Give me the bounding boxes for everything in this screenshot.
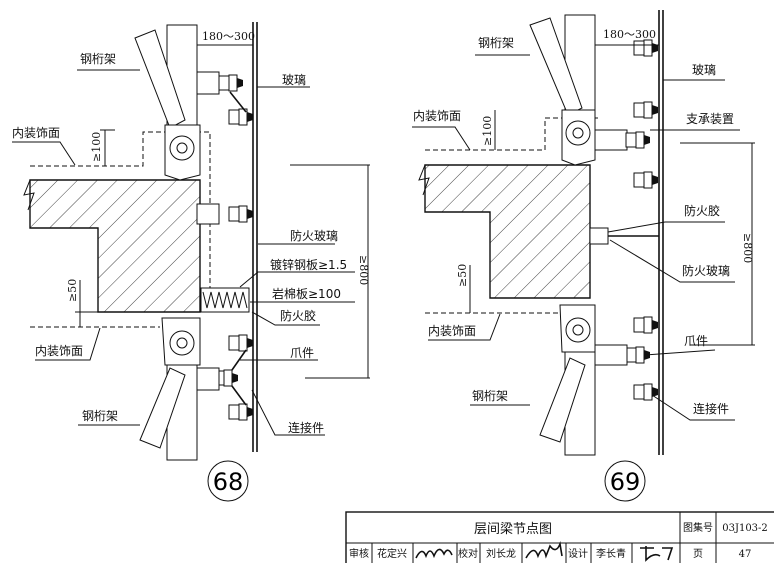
label-support-device: 支承装置 bbox=[686, 112, 734, 126]
page-number: 47 bbox=[739, 549, 752, 560]
dim-min-800-69: ≥800 bbox=[741, 233, 754, 263]
label-glass: 玻璃 bbox=[282, 73, 306, 87]
dim-min-100-69: ≥100 bbox=[481, 116, 494, 146]
detail-number-68: 68 bbox=[213, 468, 244, 496]
label-galvanized-plate: 镀锌钢板≥1.5 bbox=[270, 258, 347, 272]
title-block bbox=[345, 511, 774, 563]
checker-name: 刘长龙 bbox=[486, 547, 516, 560]
signature-reviewer bbox=[415, 548, 453, 559]
atlas-number-label: 图集号 bbox=[683, 521, 713, 534]
label-connector: 连接件 bbox=[288, 420, 324, 435]
atlas-number: 03J103-2 bbox=[722, 523, 768, 534]
label-interior-finish-top: 内装饰面 bbox=[12, 126, 60, 140]
label-glass-69: 玻璃 bbox=[692, 63, 716, 77]
signature-designer bbox=[640, 546, 674, 562]
detail-number-circle-69 bbox=[604, 460, 646, 502]
page-label: 页 bbox=[693, 548, 703, 560]
label-fire-glass-69: 防火玻璃 bbox=[682, 263, 730, 278]
detail-69-drawing bbox=[412, 10, 755, 456]
signature-checker bbox=[525, 541, 563, 559]
label-interior-finish-bottom: 内装饰面 bbox=[35, 344, 83, 358]
label-interior-finish-top-69: 内装饰面 bbox=[413, 109, 461, 123]
dim-gap-180-300-69: 180～300 bbox=[603, 28, 656, 41]
dim-gap-180-300: 180～300 bbox=[202, 30, 255, 43]
design-label: 设计 bbox=[568, 547, 588, 560]
label-interior-finish-bottom-69: 内装饰面 bbox=[428, 324, 476, 338]
label-rock-wool: 岩棉板≥100 bbox=[272, 286, 341, 301]
designer-name: 李长青 bbox=[596, 547, 626, 560]
dim-min-100: ≥100 bbox=[90, 132, 103, 162]
reviewer-name: 花定兴 bbox=[377, 547, 407, 560]
dim-min-50-69: ≥50 bbox=[456, 264, 469, 287]
detail-68-drawing bbox=[12, 22, 370, 461]
label-claw: 爪件 bbox=[290, 346, 314, 360]
review-label: 审核 bbox=[349, 547, 369, 560]
label-claw-69: 爪件 bbox=[684, 334, 708, 348]
dim-min-50: ≥50 bbox=[66, 279, 79, 302]
dim-min-800: ≥800 bbox=[357, 255, 370, 285]
label-steel-truss-top: 钢桁架 bbox=[80, 52, 116, 66]
label-connector-69: 连接件 bbox=[693, 401, 729, 416]
check-label: 校对 bbox=[458, 547, 478, 560]
detail-number-circle-68 bbox=[207, 460, 249, 502]
drawing-title: 层间梁节点图 bbox=[474, 522, 552, 537]
label-fire-sealant-69: 防火胶 bbox=[684, 203, 720, 218]
label-steel-truss-bottom-69: 钢桁架 bbox=[472, 389, 508, 403]
label-steel-truss-top-69: 钢桁架 bbox=[478, 36, 514, 50]
label-steel-truss-bottom: 钢桁架 bbox=[82, 409, 118, 423]
label-fire-glass: 防火玻璃 bbox=[290, 228, 338, 243]
label-fire-sealant: 防火胶 bbox=[280, 308, 316, 323]
detail-number-69: 69 bbox=[610, 468, 641, 496]
